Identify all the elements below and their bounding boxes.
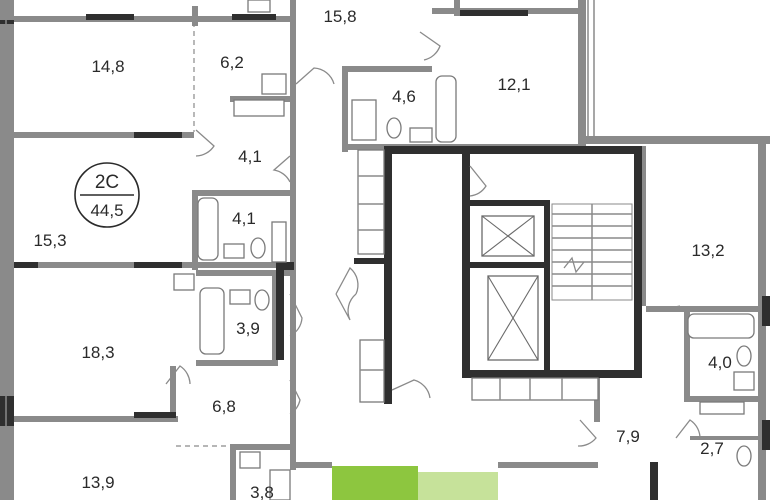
room-label[interactable]: 4,6 (392, 87, 416, 106)
room-label[interactable]: 15,8 (323, 7, 356, 26)
room-label[interactable]: 3,9 (236, 319, 260, 338)
room-label[interactable]: 2,7 (700, 439, 724, 458)
core-walls (276, 146, 642, 404)
room-label[interactable]: 4,0 (708, 353, 732, 372)
room-labels: 15,8 14,8 6,2 4,6 12,1 4,1 4,1 15,3 13,2… (33, 7, 731, 500)
doors (165, 31, 701, 447)
apartment-badge[interactable]: 2C 44,5 (74, 162, 140, 228)
apartment-code: 2C (95, 172, 119, 193)
room-label[interactable]: 6,8 (212, 397, 236, 416)
room-label[interactable]: 4,1 (238, 147, 262, 166)
room-label[interactable]: 13,9 (81, 473, 114, 492)
room-label[interactable]: 6,2 (220, 53, 244, 72)
room-label[interactable]: 15,3 (33, 231, 66, 250)
elevator-small (481, 215, 535, 257)
room-label[interactable]: 18,3 (81, 343, 114, 362)
room-label[interactable]: 13,2 (691, 241, 724, 260)
room-label[interactable]: 3,8 (250, 483, 274, 500)
glazing (5, 0, 770, 500)
service-shafts (357, 149, 599, 403)
bathroom-fixtures (173, 0, 755, 500)
apartment-total-area: 44,5 (90, 201, 123, 220)
highlighted-unit[interactable] (332, 466, 418, 500)
windows (0, 10, 770, 500)
highlighted-unit-strip[interactable] (418, 472, 498, 500)
room-label[interactable]: 14,8 (91, 57, 124, 76)
room-label[interactable]: 4,1 (232, 209, 256, 228)
elevator-large (487, 275, 539, 361)
staircase (551, 203, 633, 301)
room-label[interactable]: 7,9 (616, 427, 640, 446)
room-label[interactable]: 12,1 (497, 75, 530, 94)
